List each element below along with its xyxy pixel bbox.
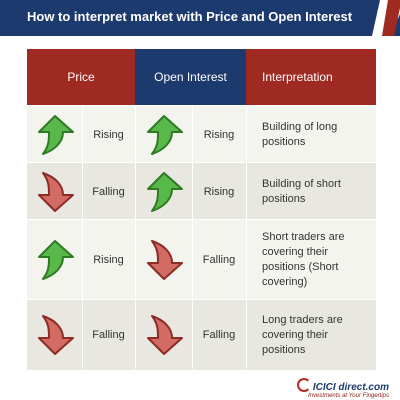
brand-tagline: Investments at Your Fingertips (308, 393, 389, 399)
price-label: Rising (93, 128, 124, 141)
price-label: Falling (92, 329, 125, 341)
corner-stripe-decoration (372, 0, 400, 36)
open-interest-label: Rising (203, 185, 235, 198)
arrow-down-icon (135, 300, 192, 370)
interpretation-text: Building of short positions (262, 177, 341, 205)
open-interest-label: Falling (202, 329, 236, 341)
column-divider (135, 105, 136, 369)
table-row: Rising Rising Building of long positions (27, 105, 376, 163)
column-divider (192, 105, 193, 369)
table-row: Falling Rising Building of short positio… (27, 162, 376, 220)
price-label: Rising (93, 254, 124, 266)
open-interest-label: Falling (202, 254, 236, 266)
brand-logo: ICICI direct.com Investments at Your Fin… (296, 378, 389, 399)
title-bar: How to interpret market with Price and O… (0, 0, 400, 36)
open-interest-column-header: Open Interest (135, 49, 246, 105)
price-column-header: Price (27, 49, 135, 105)
arrow-up-icon (135, 106, 192, 163)
column-divider (246, 105, 247, 369)
interpretation-table: Price Open Interest Interpretation Risin… (27, 49, 376, 370)
open-interest-label: Rising (203, 128, 235, 141)
arrow-up-icon (27, 106, 82, 163)
arrow-down-icon (135, 220, 192, 300)
interpretation-text: Long traders are covering their position… (262, 313, 343, 356)
interpretation-text: Building of long positions (262, 120, 338, 148)
interpretation-text: Short traders are covering their positio… (262, 231, 345, 288)
page-title: How to interpret market with Price and O… (27, 9, 353, 24)
arrow-up-icon (135, 163, 192, 220)
interpretation-column-header: Interpretation (246, 49, 376, 105)
brand-swirl-icon (296, 378, 311, 392)
arrow-down-icon (27, 300, 82, 370)
column-divider (82, 105, 83, 369)
arrow-down-icon (27, 163, 82, 220)
table-row: Falling Falling Long traders are coverin… (27, 299, 376, 370)
arrow-up-icon (27, 220, 82, 300)
brand-name: ICICI direct.com (312, 382, 389, 393)
price-label: Falling (92, 185, 125, 198)
table-row: Rising Falling Short traders are coverin… (27, 219, 376, 300)
